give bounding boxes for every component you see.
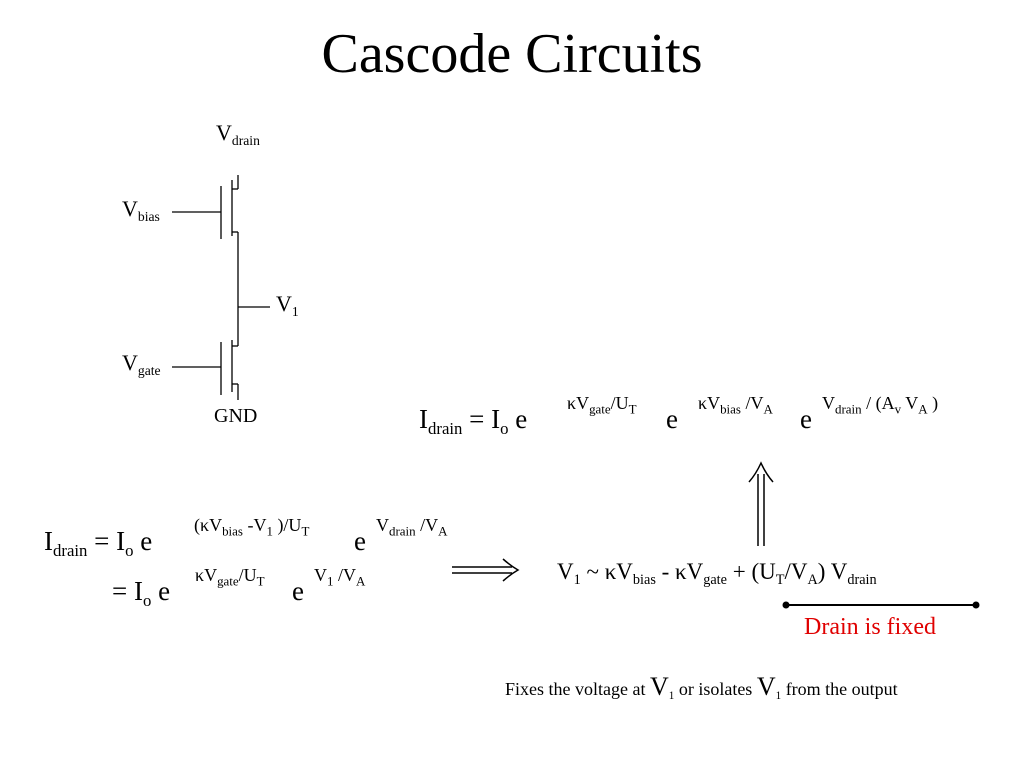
gnd-label: GND: [214, 405, 258, 427]
drain-fixed-label: Drain is fixed: [804, 614, 936, 640]
slide-title: Cascode Circuits: [321, 23, 703, 85]
equation-v1: V1 ~ κVbias - κVgate + (UT/VA) Vdrain: [557, 559, 877, 588]
up-arrow: [748, 461, 774, 546]
v1-label: V1: [276, 291, 299, 319]
implies-arrow: [452, 558, 520, 582]
vgate-label: Vgate: [122, 350, 161, 378]
drain-range-line: [782, 601, 980, 609]
vbias-label: Vbias: [122, 196, 160, 224]
footnote: Fixes the voltage at V1 or isolates V1 f…: [505, 672, 898, 702]
vdrain-label: Vdrain: [216, 120, 260, 148]
